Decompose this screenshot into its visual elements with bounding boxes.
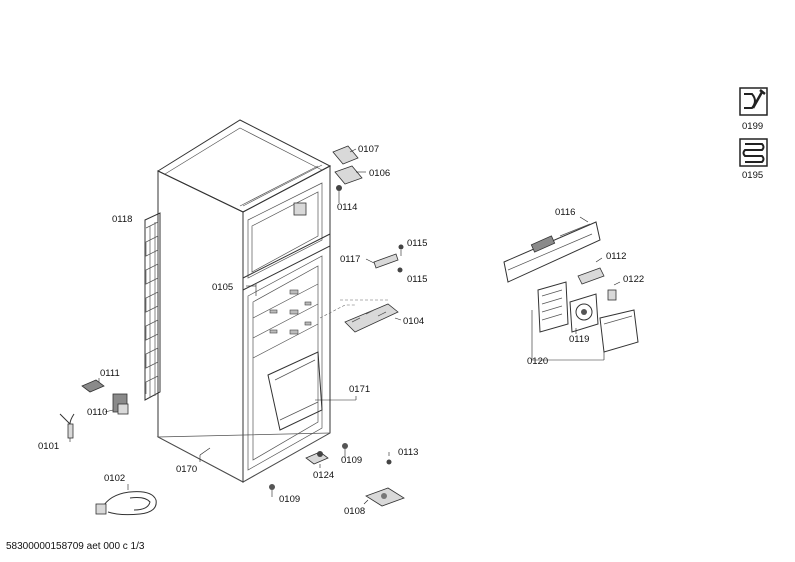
- label-0109-lower: 0109: [279, 494, 300, 505]
- part-0116-control-panel: [503, 216, 601, 283]
- label-0124: 0124: [313, 470, 334, 481]
- label-0170: 0170: [176, 464, 197, 475]
- label-0109-upper: 0109: [341, 455, 362, 466]
- part-0109-screw-b: [269, 484, 275, 497]
- label-0115-top: 0115: [407, 238, 427, 249]
- label-0114: 0114: [337, 202, 357, 213]
- part-0101-thermostat: [59, 413, 75, 442]
- condenser-coil: [144, 212, 161, 401]
- part-0114-screw: [336, 185, 342, 203]
- label-0102: 0102: [104, 473, 125, 484]
- label-0120: 0120: [527, 356, 548, 367]
- label-0115-bottom: 0115: [407, 274, 427, 285]
- refrigerator-cabinet: [156, 119, 332, 483]
- part-labels: 0107 0106 0114 0118 0115 0117 0115 0105 …: [38, 144, 644, 517]
- label-0117: 0117: [340, 254, 360, 265]
- part-0113-screw: [386, 452, 392, 465]
- part-0104-fan-cover: [319, 299, 402, 333]
- label-0113: 0113: [398, 447, 418, 458]
- wrench-service-icon: [739, 87, 768, 116]
- label-0111: 0111: [100, 368, 120, 379]
- part-0108-bottom-hinge: [363, 487, 405, 507]
- document-footer-code: 58300000158709 aet 000 c 1/3: [6, 541, 145, 552]
- part-0122-lamp: [607, 281, 621, 301]
- service-kit-legend: 0199 0195: [739, 87, 768, 181]
- part-0124-foot: [305, 451, 329, 468]
- label-0118: 0118: [112, 214, 132, 225]
- label-0116: 0116: [555, 207, 575, 218]
- label-0199: 0199: [742, 121, 763, 132]
- label-0101: 0101: [38, 441, 59, 452]
- part-0102-power-cord: [95, 484, 157, 516]
- label-0122: 0122: [623, 274, 644, 285]
- part-0109-screw-a: [342, 443, 348, 458]
- label-0195: 0195: [742, 170, 763, 181]
- condenser-coil-icon: [739, 138, 768, 167]
- part-0110-relay: [104, 393, 129, 415]
- part-0105-shelf: [246, 284, 257, 296]
- part-0106-hinge: [334, 165, 366, 185]
- label-0119: 0119: [569, 334, 589, 345]
- part-0111-switch: [81, 378, 105, 393]
- label-0171: 0171: [349, 384, 370, 395]
- part-0107-hinge-cover: [332, 145, 359, 165]
- part-0112-lamp-holder: [577, 257, 605, 285]
- label-0107: 0107: [358, 144, 379, 155]
- part-0117-bracket: [365, 244, 404, 273]
- part-0120-fan-housing: [531, 281, 639, 361]
- label-0104: 0104: [403, 316, 424, 327]
- label-0112: 0112: [606, 251, 626, 262]
- label-0105: 0105: [212, 282, 233, 293]
- label-0110: 0110: [87, 407, 107, 418]
- label-0108: 0108: [344, 506, 365, 517]
- label-0106: 0106: [369, 168, 390, 179]
- part-0119-fan-motor: [569, 293, 599, 334]
